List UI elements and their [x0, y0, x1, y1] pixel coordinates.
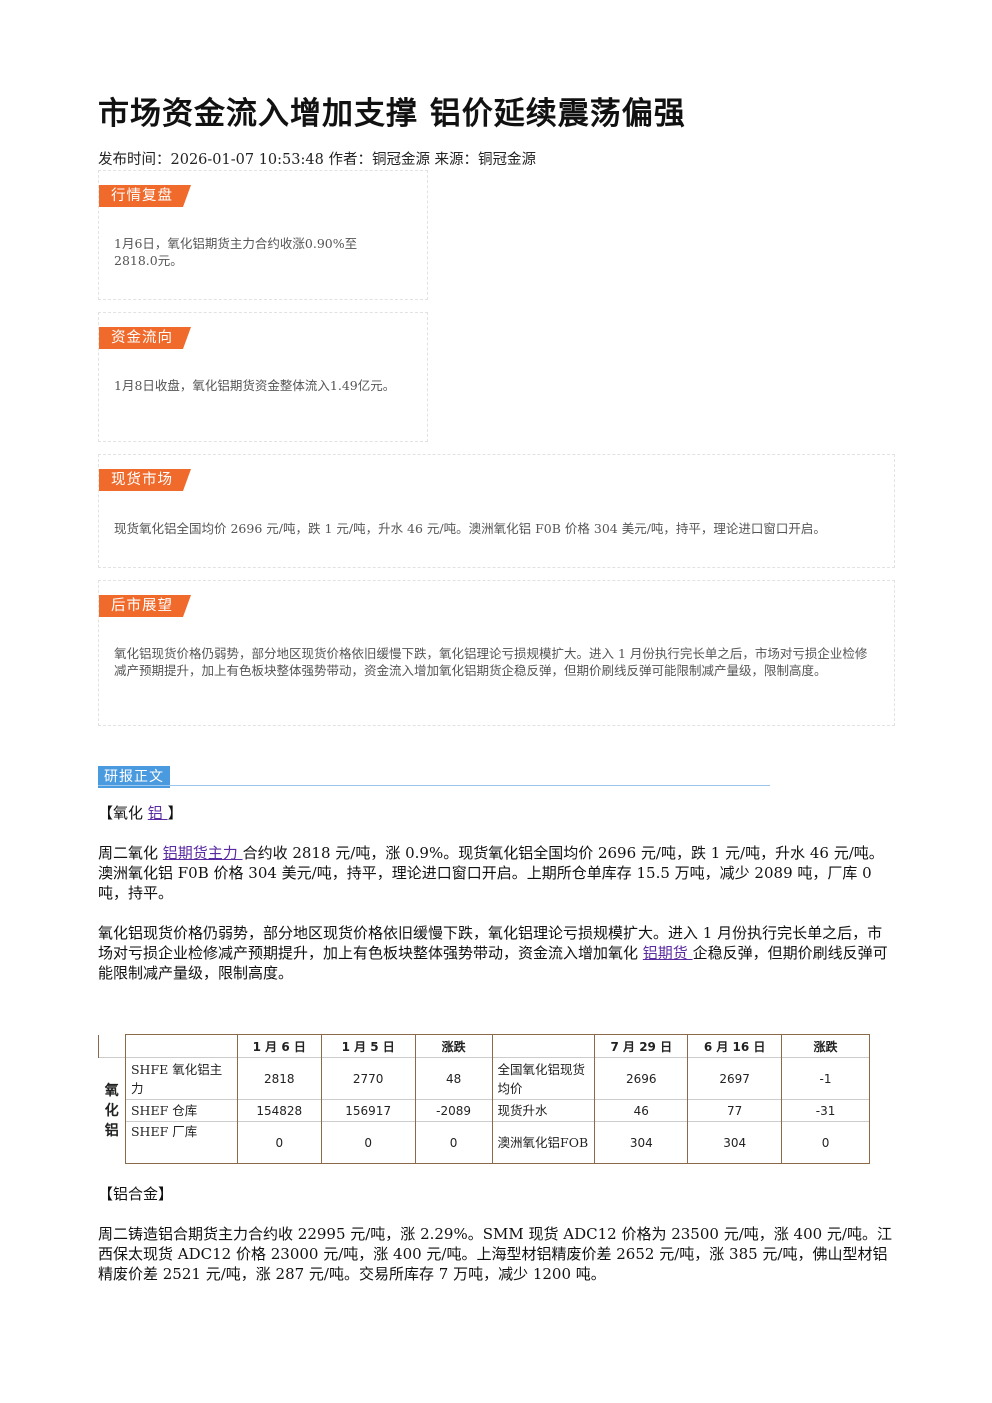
section-market-review: 行情复盘 1月6日，氧化铝期货主力合约收涨0.90%至2818.0元。 — [98, 170, 428, 300]
table-cell: 48 — [414, 1057, 493, 1100]
section-fund-flow: 资金流向 1月8日收盘，氧化铝期货资金整体流入1.49亿元。 — [98, 312, 428, 442]
section-tag: 行情复盘 — [99, 185, 191, 207]
table-cell: 46 — [594, 1099, 689, 1122]
table-cell: 154828 — [236, 1099, 322, 1122]
table-cell-label: 澳洲氧化铝FOB — [491, 1121, 596, 1164]
table-cell: 304 — [594, 1121, 689, 1164]
article-meta: 发布时间：2026-01-07 10:53:48 作者：铜冠金源 来源：铜冠金源 — [98, 152, 537, 168]
section-tag: 资金流向 — [99, 327, 191, 349]
alumina-heading: 【氧化 铝 】 — [98, 804, 183, 822]
table-cell: 156917 — [320, 1099, 416, 1122]
table-side-label: 氧化铝 — [98, 1057, 126, 1164]
table-row: SHEF 仓库 154828 156917 -2089 现货升水 46 77 -… — [99, 1099, 870, 1122]
table-cell: 77 — [687, 1099, 783, 1122]
page-title: 市场资金流入增加支撑 铝价延续震荡偏强 — [98, 96, 686, 132]
table-cell-label: SHEF 仓库 — [124, 1099, 238, 1122]
section-tag: 现货市场 — [99, 469, 191, 491]
table-corner — [98, 1034, 126, 1058]
table-cell: 0 — [236, 1121, 322, 1164]
aluminum-futures-main-link[interactable]: 铝期货主力 — [162, 844, 243, 862]
table-header: 涨跌 — [781, 1034, 870, 1058]
table-cell: 2770 — [320, 1057, 416, 1100]
alumina-paragraph-2: 氧化铝现货价格仍弱势，部分地区现货价格依旧缓慢下跌，氧化铝理论亏损规模扩大。进入… — [98, 924, 888, 982]
table-cell: 2697 — [687, 1057, 783, 1100]
table-cell-label: SHFE 氧化铝主力 — [124, 1057, 238, 1100]
table-header: 涨跌 — [414, 1034, 493, 1058]
section-text: 现货氧化铝全国均价 2696 元/吨，跌 1 元/吨，升水 46 元/吨。澳洲氧… — [114, 521, 826, 536]
table-cell: -1 — [781, 1057, 870, 1100]
section-text: 1月6日，氧化铝期货主力合约收涨0.90%至2818.0元。 — [114, 236, 358, 268]
section-outlook: 后市展望 氧化铝现货价格仍弱势，部分地区现货价格依旧缓慢下跌，氧化铝理论亏损规模… — [98, 580, 895, 726]
table-cell: 0 — [414, 1121, 493, 1164]
table-cell: 2818 — [236, 1057, 322, 1100]
table-header: 6 月 16 日 — [687, 1034, 783, 1058]
table-header-row: 1 月 6 日 1 月 5 日 涨跌 7 月 29 日 6 月 16 日 涨跌 — [98, 1034, 870, 1058]
aluminum-futures-link[interactable]: 铝期货 — [642, 944, 693, 962]
table-row: 氧化铝 SHFE 氧化铝主力 2818 2770 48 全国氧化铝现货均价 26… — [98, 1057, 870, 1164]
report-divider — [98, 785, 770, 786]
alloy-paragraph: 周二铸造铝合期货主力合约收 22995 元/吨，涨 2.29%。SMM 现货 A… — [98, 1225, 892, 1283]
table-row: SHEF 厂库 0 0 0 澳洲氧化铝FOB 304 304 0 — [99, 1121, 870, 1164]
alloy-heading: 【铝合金】 — [98, 1185, 174, 1203]
section-spot-market: 现货市场 现货氧化铝全国均价 2696 元/吨，跌 1 元/吨，升水 46 元/… — [98, 454, 895, 568]
aluminum-link[interactable]: 铝 — [147, 804, 168, 822]
table-cell: 0 — [320, 1121, 416, 1164]
table-cell: -2089 — [414, 1099, 493, 1122]
section-tag: 后市展望 — [99, 595, 191, 617]
table-header: 1 月 5 日 — [320, 1034, 416, 1058]
table-cell: -31 — [781, 1099, 870, 1122]
table-cell-label: 现货升水 — [491, 1099, 596, 1122]
table-cell: 304 — [687, 1121, 783, 1164]
section-text: 1月8日收盘，氧化铝期货资金整体流入1.49亿元。 — [114, 378, 396, 393]
table-cell: 0 — [781, 1121, 870, 1164]
table-header: 7 月 29 日 — [594, 1034, 689, 1058]
report-body-tag: 研报正文 — [98, 766, 170, 788]
table-cell-label: 全国氧化铝现货均价 — [491, 1057, 596, 1100]
table-cell-label: SHEF 厂库 — [124, 1121, 238, 1164]
table-header: 1 月 6 日 — [236, 1034, 322, 1058]
section-text: 氧化铝现货价格仍弱势，部分地区现货价格依旧缓慢下跌，氧化铝理论亏损规模扩大。进入… — [114, 646, 868, 678]
table-cell: 2696 — [594, 1057, 689, 1100]
alumina-data-table: 1 月 6 日 1 月 5 日 涨跌 7 月 29 日 6 月 16 日 涨跌 … — [98, 1034, 870, 1164]
alumina-paragraph-1: 周二氧化 铝期货主力 合约收 2818 元/吨，涨 0.9%。现货氧化铝全国均价… — [98, 844, 884, 902]
